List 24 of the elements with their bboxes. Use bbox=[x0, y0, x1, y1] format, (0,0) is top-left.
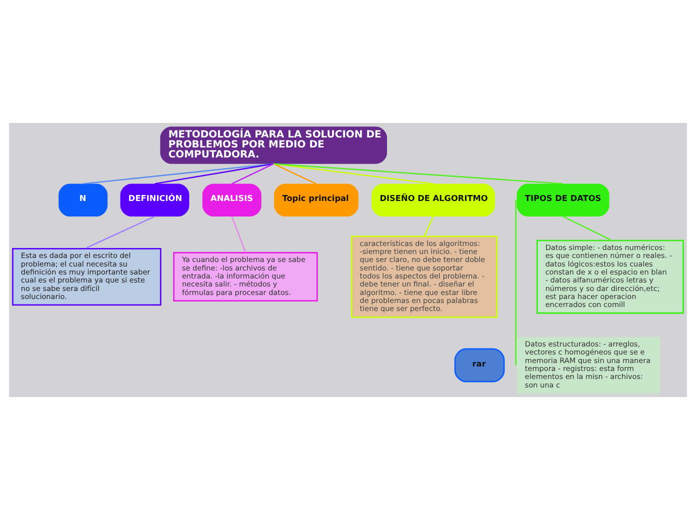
node-box: DISEÑO DE ALGORITMO bbox=[372, 184, 495, 216]
node-box: METODOLOGÍA PARA LA SOLUCION DE PROBLEMOS POR MEDIO DE COMPUTADORA. bbox=[160, 126, 388, 164]
node-box: características de los algoritmos: -siempre tienen un inicio. - tiene que ser claro, no debe tener doble sentido. - tiene que soportar todos los aspectos del problema. - debe tener un final. - diseñar el algoritmo. - tiene que estar libre de problemas en pocas palabras tiene que ser perfecto. bbox=[350, 236, 498, 318]
connector bbox=[424, 216, 434, 237]
node-box: rar bbox=[454, 348, 505, 382]
node-box: TIPOS DE DATOS bbox=[516, 184, 610, 216]
connector bbox=[562, 216, 610, 240]
connector bbox=[86, 216, 156, 248]
node-box: ANALISIS bbox=[202, 184, 262, 216]
connector bbox=[274, 163, 564, 184]
node-box: Datos simple: - datos numéricos: es que contienen númer o reales. - datos lógicos:estos los cuales constan de x o el espacio en blan - datos alfanuméricos letras y números y so dar dirección,etc; est para hacer operacion encerrados con comill bbox=[536, 240, 684, 314]
node-box: Datos estructurados: - arreglos, vectores c homogéneos que se e memoria RAM que sin una manera tempora - registros: esta form elementos en la misn - archivos: son una c bbox=[516, 337, 660, 394]
node-box: Esta es dada por el escrito del problema; el cual necesita su definición es muy importante saber cual es el problema ya que si este no se sabe sera difícil solucionario. bbox=[12, 248, 162, 306]
node-box: Ya cuando el problema ya se sabe se define: -los archivos de entrada. -la información que necesita salir. - métodos y fórmulas para procesar datos. bbox=[173, 252, 318, 302]
connector bbox=[515, 200, 516, 366]
node-box: N bbox=[58, 184, 108, 216]
connector bbox=[154, 163, 274, 184]
connector bbox=[274, 163, 434, 184]
node-box: Topic principal bbox=[274, 184, 358, 216]
connector bbox=[232, 163, 274, 184]
connector bbox=[273, 163, 317, 184]
connector bbox=[83, 163, 274, 184]
node-box: DEFINICIÓN bbox=[120, 184, 190, 216]
connector bbox=[231, 216, 246, 253]
